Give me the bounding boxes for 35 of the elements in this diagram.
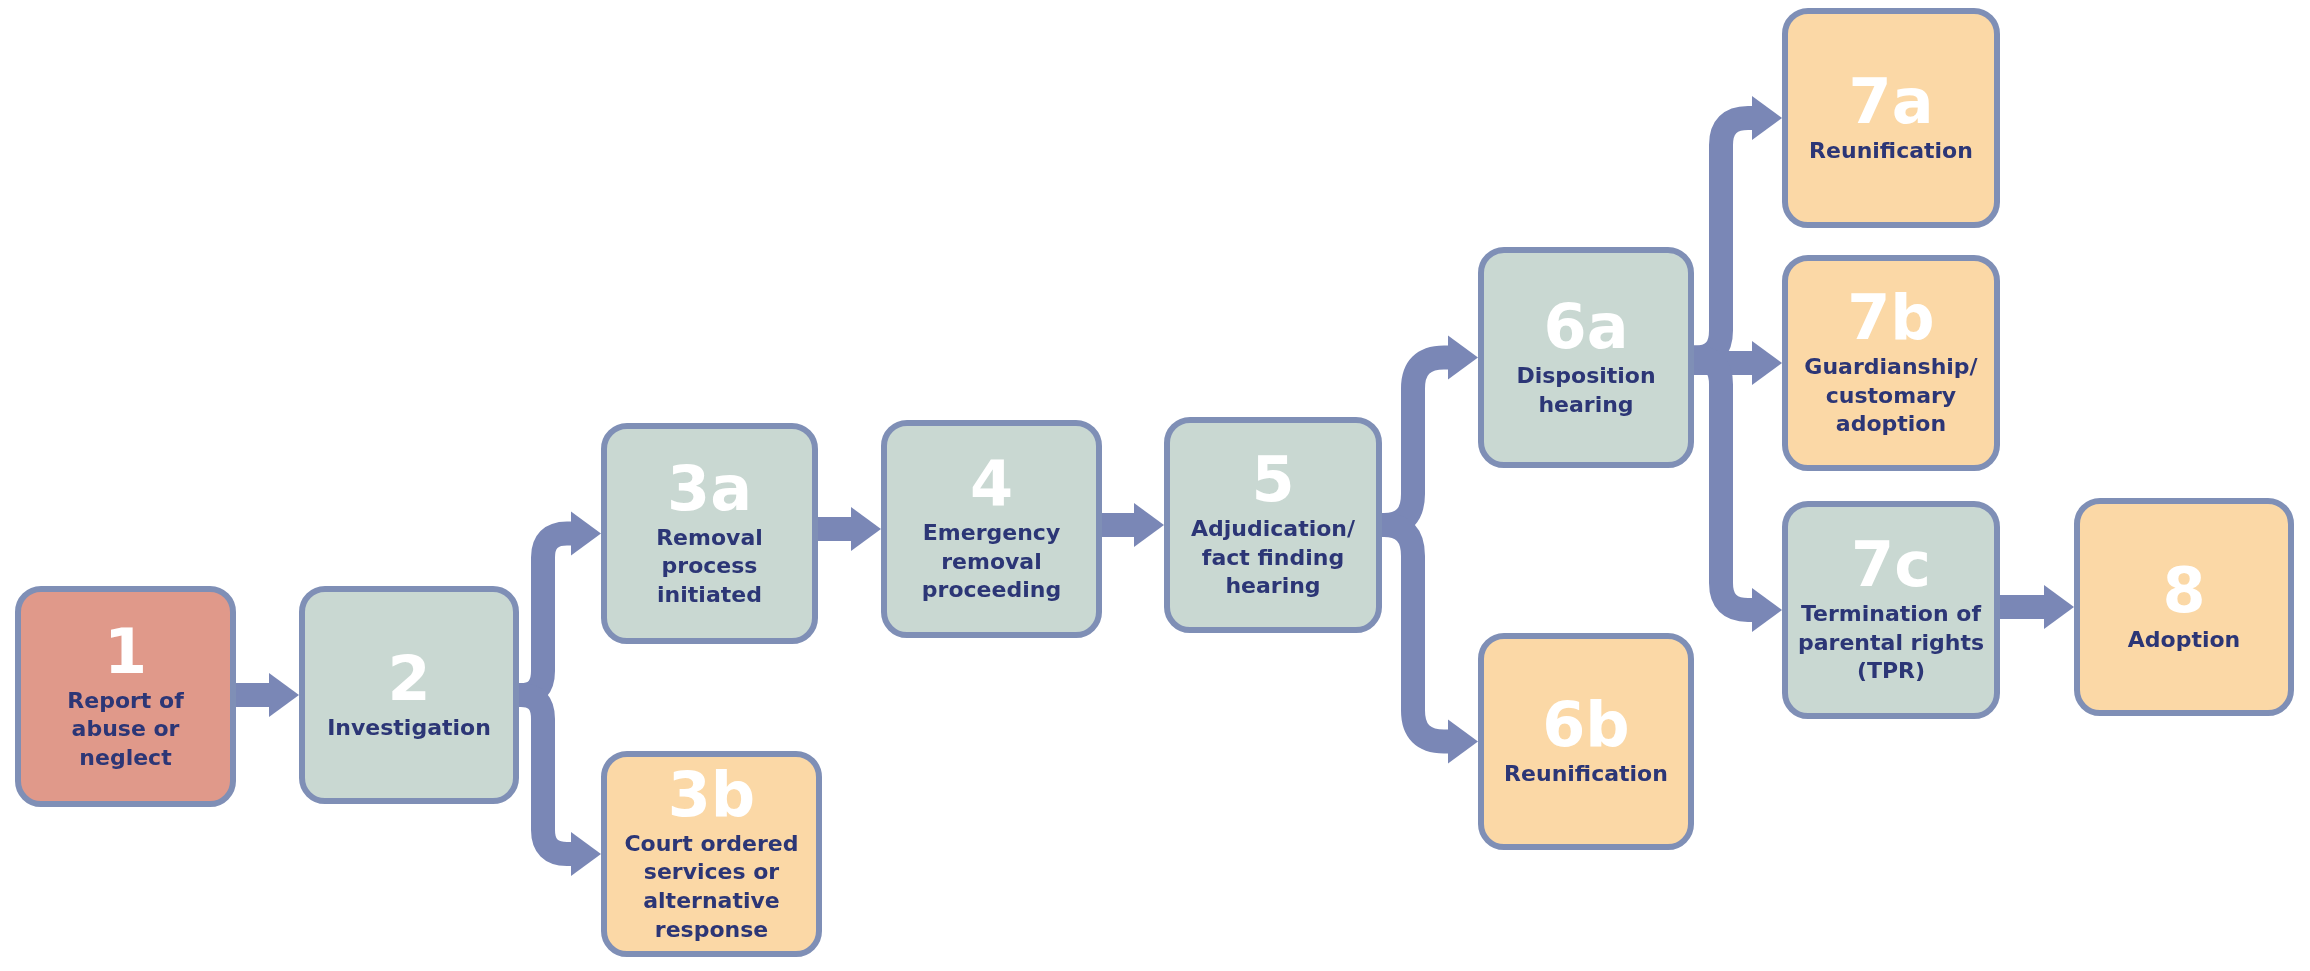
step-number: 3b xyxy=(667,763,756,826)
step-label: Removal process initiated xyxy=(655,523,764,609)
step-label: Reunification xyxy=(1809,136,1973,165)
step-label: Report of abuse or neglect xyxy=(66,686,185,772)
step-number: 8 xyxy=(2162,559,2206,622)
step-box xyxy=(1782,8,2000,228)
step-box xyxy=(601,423,818,644)
step-box xyxy=(1782,255,2000,471)
step-label: Termination of parental rights (TPR) xyxy=(1798,600,1984,686)
step-label: Disposition hearing xyxy=(1515,361,1657,419)
step-label: Guardianship/ customary adoption xyxy=(1803,353,1979,439)
step-label: Adjudication/ fact finding hearing xyxy=(1190,515,1356,601)
step-box xyxy=(15,586,236,807)
step-number: 6b xyxy=(1542,694,1630,757)
step-label: Adoption xyxy=(2127,625,2241,654)
step-label: Reunification xyxy=(1504,760,1668,789)
step-box xyxy=(1782,501,2000,719)
flow-arrow xyxy=(818,507,881,551)
flow-arrow xyxy=(2000,585,2074,629)
step-number: 7b xyxy=(1847,287,1935,350)
step-box xyxy=(1478,247,1694,468)
step-number: 7a xyxy=(1848,70,1934,133)
flow-arrow xyxy=(1102,503,1164,547)
step-label: Investigation xyxy=(327,713,491,742)
step-box xyxy=(1478,633,1694,850)
step-box xyxy=(2074,498,2294,716)
flow-arrow xyxy=(1694,341,1782,385)
step-number: 1 xyxy=(103,620,148,683)
flow-arrow xyxy=(236,673,299,717)
step-box xyxy=(881,420,1102,638)
step-box xyxy=(601,751,822,957)
step-box xyxy=(299,586,519,804)
step-box xyxy=(1164,417,1382,633)
step-label: Emergency removal proceeding xyxy=(920,519,1063,605)
step-label: Court ordered services or alternative response xyxy=(623,829,800,944)
